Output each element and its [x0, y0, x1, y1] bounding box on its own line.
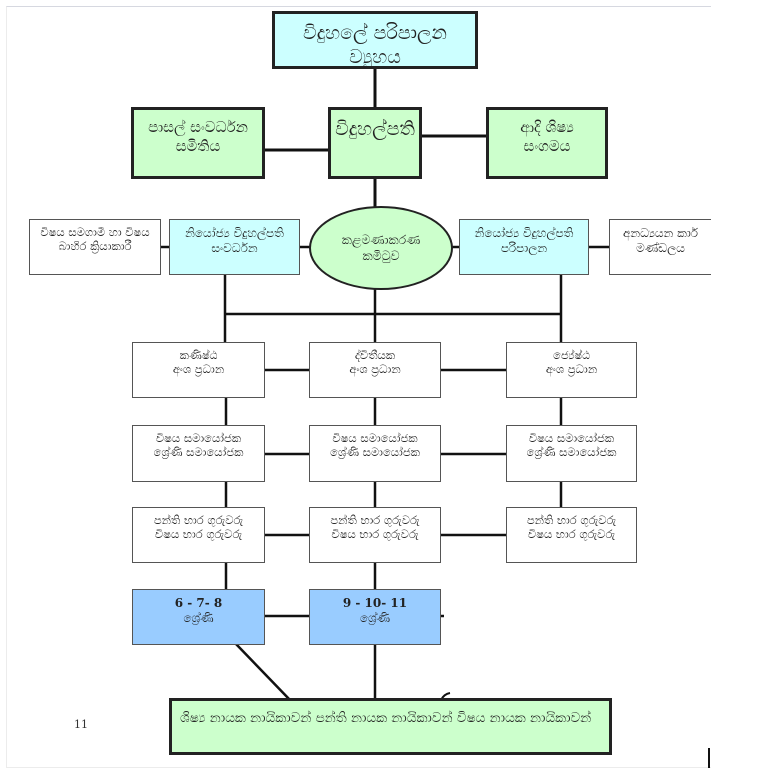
secondary-line-1: ද්විතීයක [354, 348, 396, 362]
alumni-line-1: ආදි ශිෂ්‍ය [520, 118, 574, 136]
deputy-principal-administration-box: නියෝජ්‍ය විදුහල්පති පරිපාලන [459, 219, 589, 275]
coordinator-3-line-2: ශ්‍රේණි සමායෝජක [526, 445, 617, 460]
principal-box: විදුහල්පති [328, 107, 422, 179]
coordinator-1-line-2: ශ්‍රේණි සමායෝජක [153, 445, 244, 460]
school-development-society-box: පාසල් සංවර්ධන සමිතිය [131, 107, 265, 179]
coordinator-3-line-1: විෂය සමායෝජක [528, 431, 615, 445]
teachers-3-line-1: පන්ති භාර ගුරුවරු [526, 513, 617, 527]
page-number: 11 [74, 718, 88, 731]
deputy-admin-line-1: නියෝජ්‍ය විදුහල්පති [474, 226, 574, 240]
edge-marker [708, 748, 710, 768]
grades-9-11-sub: ශ්‍රේණි [359, 611, 391, 625]
non-academic-line-2: මණ්ඩලය [636, 241, 685, 255]
senior-section-head-box: ජ්‍යේෂ්ඨ අංශ ප්‍රධාන [506, 342, 637, 398]
coordinator-2-line-2: ශ්‍රේණි සමායෝජක [330, 445, 420, 460]
connector-grade1-leaders [235, 643, 291, 701]
teachers-box-1: පන්ති භාර ගුරුවරු විෂය භාර ගුරුවරු [132, 507, 265, 563]
teachers-1-line-1: පන්ති භාර ගුරුවරු [153, 513, 244, 527]
grades-6-8-label: 6 - 7- 8 [174, 596, 223, 610]
non-academic-line-1: අනධ්‍යයන කාර් [622, 226, 699, 240]
junior-line-2: අංශ ප්‍රධාන [172, 362, 225, 377]
committee-line-1: කළමණාකරණ [341, 232, 421, 247]
secondary-line-2: අංශ ප්‍රධාන [349, 362, 401, 377]
deputy-dev-line-1: නියෝජ්‍ය විදුහල්පති [185, 226, 284, 240]
teachers-1-line-2: විෂය භාර ගුරුවරු [154, 527, 243, 542]
sdc-line-2: සමිතිය [175, 136, 221, 155]
extracurricular-box: විෂය සමගාමී හා විෂය බාහිර ක්‍රියාකාරී [29, 219, 161, 275]
deputy-admin-line-2: පරිපාලන [500, 241, 548, 255]
alumni-association-box: ආදි ශිෂ්‍ය සංගමය [486, 107, 608, 179]
secondary-section-head-box: ද්විතීයක අංශ ප්‍රධාන [309, 342, 441, 398]
non-academic-staff-box: අනධ්‍යයන කාර් මණ්ඩලය [609, 219, 711, 275]
teachers-3-line-2: විෂය භාර ගුරුවරු [527, 527, 616, 542]
deputy-principal-development-box: නියෝජ්‍ය විදුහල්පති සංවර්ධන [169, 219, 300, 275]
page-frame [6, 6, 711, 768]
coordinator-box-2: විෂය සමායෝජක ශ්‍රේණි සමායෝජක [309, 425, 441, 482]
grades-6-8-box: 6 - 7- 8 ශ්‍රේණි [132, 589, 265, 645]
student-leaders-text: ශිෂ්‍ය නායක නායිකාවන් පන්ති නායක නායිකාව… [180, 710, 592, 726]
title-box: විදුහලේ පරිපාලන ව්‍යුහය [272, 11, 478, 69]
grades-6-8-sub: ශ්‍රේණි [183, 611, 214, 625]
deputy-dev-line-2: සංවර්ධන [211, 241, 258, 255]
coordinator-box-1: විෂය සමායෝජක ශ්‍රේණි සමායෝජක [132, 425, 265, 482]
student-leaders-box: ශිෂ්‍ය නායක නායිකාවන් පන්ති නායක නායිකාව… [169, 698, 612, 755]
coordinator-1-line-1: විෂය සමායෝජක [155, 431, 242, 445]
senior-line-2: අංශ ප්‍රධාන [545, 362, 598, 377]
grades-9-11-box: 9 - 10- 11 ශ්‍රේණි [309, 589, 441, 645]
alumni-line-2: සංගමය [523, 136, 571, 155]
management-committee-ellipse: කළමණාකරණ කමිටුව [309, 206, 453, 290]
junior-line-1: කණිෂ්ඨ [179, 348, 218, 362]
teachers-box-3: පන්ති භාර ගුරුවරු විෂය භාර ගුරුවරු [506, 507, 637, 563]
sdc-line-1: පාසල් සංවර්ධන [148, 118, 248, 136]
senior-line-1: ජ්‍යේෂ්ඨ [553, 348, 590, 362]
coordinator-2-line-1: විෂය සමායෝජක [332, 431, 418, 445]
teachers-2-line-2: විෂය භාර ගුරුවරු [331, 527, 419, 542]
teachers-box-2: පන්ති භාර ගුරුවරු විෂය භාර ගුරුවරු [309, 507, 441, 563]
extracurricular-line-2: බාහිර ක්‍රියාකාරී [58, 239, 132, 254]
coordinator-box-3: විෂය සමායෝජක ශ්‍රේණි සමායෝජක [506, 425, 637, 482]
junior-section-head-box: කණිෂ්ඨ අංශ ප්‍රධාන [132, 342, 265, 398]
title-text: විදුහලේ පරිපාලන ව්‍යුහය [303, 22, 447, 68]
extracurricular-line-1: විෂය සමගාමී හා විෂය [40, 225, 150, 239]
principal-text: විදුහල්පති [335, 118, 415, 140]
teachers-2-line-1: පන්ති භාර ගුරුවරු [330, 513, 420, 527]
committee-line-2: කමිටුව [362, 248, 400, 263]
grades-9-11-label: 9 - 10- 11 [342, 596, 408, 610]
